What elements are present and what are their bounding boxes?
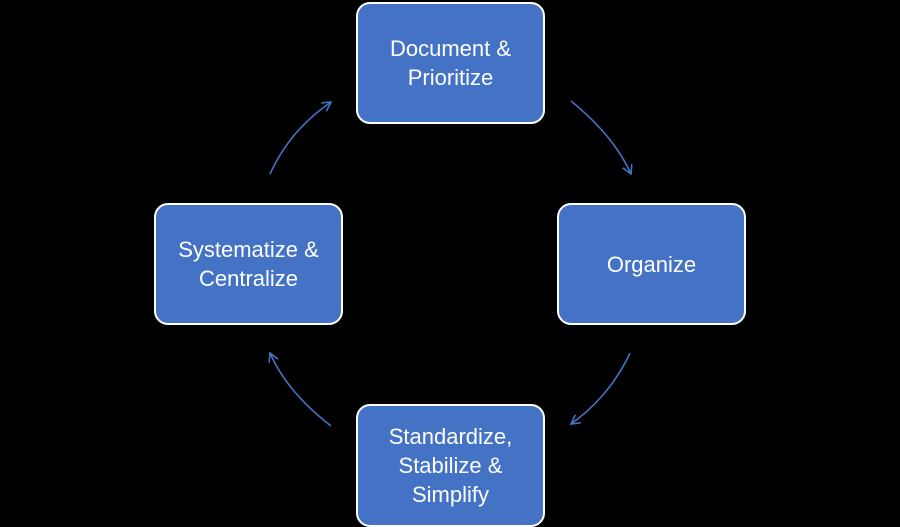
step-label: Organize (606, 251, 697, 277)
step-systematize-centralize-box: Systematize & Centralize (154, 203, 343, 325)
arrow-organize-to-standardize (571, 352, 631, 424)
step-label: Standardize, Stabilize & Simplify (388, 424, 513, 507)
step-document-prioritize-box: Document & Prioritize (356, 2, 545, 124)
arrow-document-to-organize (570, 100, 631, 174)
step-label: Document & Prioritize (389, 36, 512, 90)
step-organize-box: Organize (557, 203, 746, 325)
step-standardize-stabilize-simplify-box: Standardize, Stabilize & Simplify (356, 404, 545, 527)
step-label: Systematize & Centralize (178, 237, 319, 291)
arrow-systematize-to-document (269, 102, 331, 175)
arrow-standardize-to-systematize (270, 353, 332, 427)
